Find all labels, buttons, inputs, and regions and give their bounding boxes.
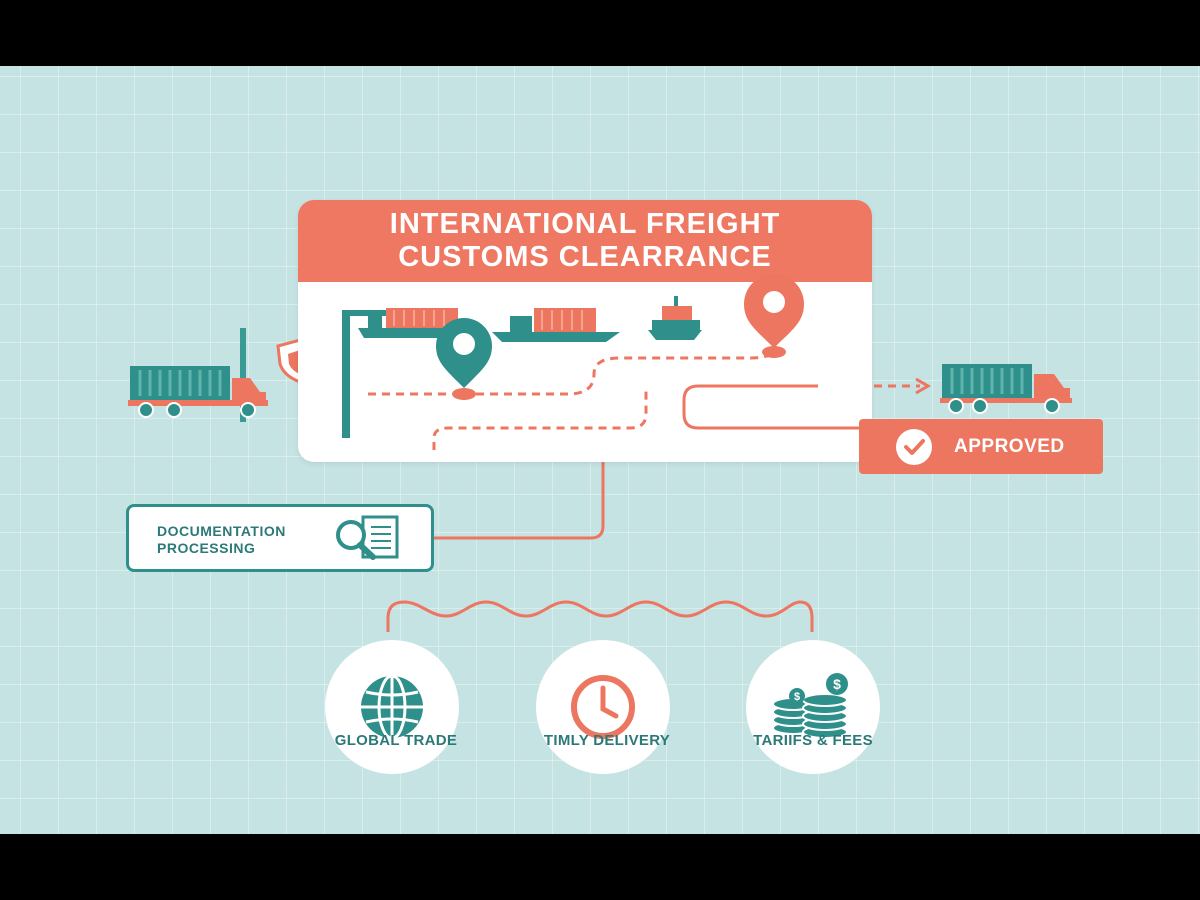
destination-location-pin-icon (744, 274, 804, 358)
page-title: INTERNATIONAL FREIGHT (389, 208, 781, 240)
customs-clearance-card: INTERNATIONAL FREIGHT CUSTOMS CLEARRANCE (298, 200, 872, 462)
infographic-canvas: INTERNATIONAL FREIGHT CUSTOMS CLEARRANCE (0, 66, 1200, 834)
svg-text:$: $ (833, 676, 841, 692)
tug-boat-icon (648, 296, 702, 340)
approved-label: APPROVED (954, 435, 1065, 457)
global-trade-circle (325, 640, 459, 774)
timely-delivery-circle (536, 640, 670, 774)
check-icon (896, 428, 932, 465)
title-banner: INTERNATIONAL FREIGHT CUSTOMS CLEARRANCE (298, 200, 872, 282)
tariffs-fees-label: TARIIFS & FEES (753, 732, 873, 749)
page-subtitle: CUSTOMS CLEARRANCE (398, 241, 772, 273)
destination-truck-icon (940, 364, 1072, 414)
container-ship-icon (492, 308, 620, 342)
timely-delivery-label: TIMLY DELIVERY (543, 732, 671, 749)
coins-icon: $ $ (772, 673, 848, 739)
documentation-label: DOCUMENTATION (157, 523, 286, 539)
global-trade-label: GLOBAL TRADE (334, 732, 458, 749)
approved-status-badge: APPROVED (859, 419, 1103, 474)
tariffs-fees-circle: $ $ (746, 640, 880, 774)
clock-icon (571, 675, 635, 739)
documentation-processing-box: DOCUMENTATION PROCESSING (126, 504, 434, 572)
svg-text:$: $ (794, 691, 800, 703)
processing-label: PROCESSING (157, 540, 256, 556)
globe-icon (361, 674, 423, 740)
origin-location-pin-icon (436, 318, 492, 400)
origin-truck-icon (128, 328, 268, 422)
shipping-route-illustration (342, 274, 872, 450)
document-search-icon (336, 515, 399, 560)
